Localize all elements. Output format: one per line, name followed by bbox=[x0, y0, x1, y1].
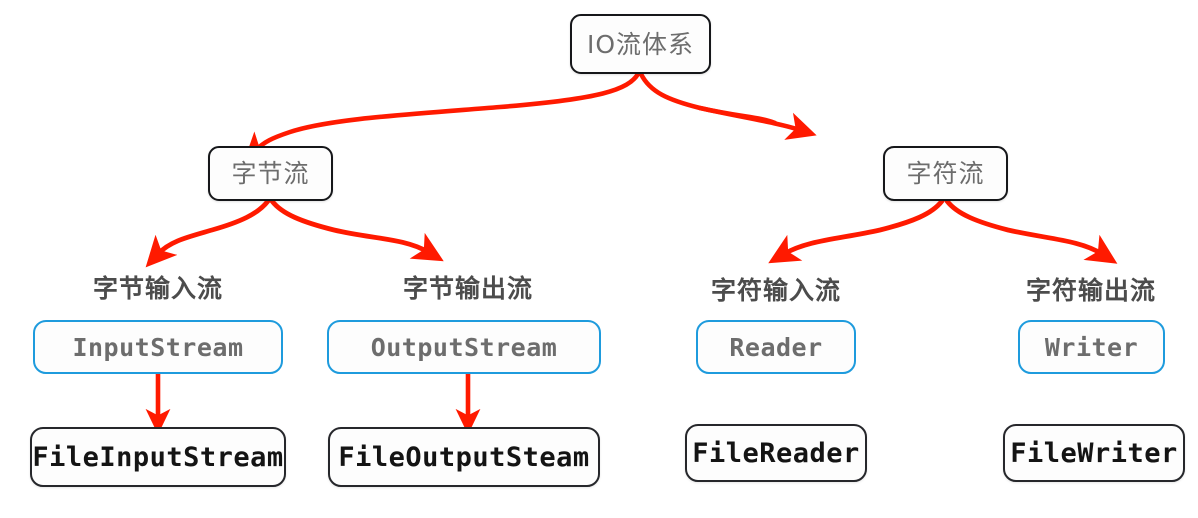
edge-char-to-char-input bbox=[768, 198, 945, 264]
caption-char-input-stream: 字符输入流 bbox=[710, 276, 841, 305]
node-file-output-steam[interactable]: FileOutputSteam bbox=[328, 427, 600, 487]
edge-root-to-char-stream-tail bbox=[697, 105, 817, 140]
edge-root-to-char-stream bbox=[638, 71, 778, 126]
node-byte-stream[interactable]: 字节流 bbox=[208, 146, 333, 201]
node-output-stream-label: OutputStream bbox=[370, 332, 558, 362]
edge-char-to-char-output bbox=[944, 198, 1118, 264]
edge-byte-to-byte-input bbox=[145, 198, 271, 268]
caption-byte-output-stream: 字节输出流 bbox=[402, 274, 533, 303]
node-reader[interactable]: Reader bbox=[696, 320, 856, 374]
node-input-stream-label: InputStream bbox=[72, 332, 244, 362]
node-root-label: IO流体系 bbox=[586, 29, 695, 59]
caption-byte-input-stream: 字节输入流 bbox=[92, 274, 223, 303]
caption-char-output-stream: 字符输出流 bbox=[1025, 276, 1156, 305]
node-file-output-steam-label: FileOutputSteam bbox=[338, 441, 590, 473]
edge-byte-to-byte-output bbox=[269, 198, 444, 262]
node-reader-label: Reader bbox=[729, 332, 823, 362]
node-file-writer-label: FileWriter bbox=[1010, 437, 1178, 469]
node-file-writer[interactable]: FileWriter bbox=[1003, 424, 1185, 482]
node-file-input-stream[interactable]: FileInputStream bbox=[30, 427, 286, 487]
node-writer[interactable]: Writer bbox=[1018, 320, 1165, 374]
node-byte-stream-label: 字节流 bbox=[231, 159, 310, 188]
node-file-reader[interactable]: FileReader bbox=[685, 424, 867, 482]
edge-root-to-byte-stream bbox=[243, 71, 641, 163]
node-file-reader-label: FileReader bbox=[692, 437, 860, 469]
node-output-stream[interactable]: OutputStream bbox=[327, 320, 601, 374]
node-writer-label: Writer bbox=[1044, 332, 1139, 362]
node-file-input-stream-label: FileInputStream bbox=[32, 441, 284, 473]
node-input-stream[interactable]: InputStream bbox=[33, 320, 283, 374]
node-char-stream[interactable]: 字符流 bbox=[883, 146, 1008, 201]
node-root-io-stream-system[interactable]: IO流体系 bbox=[570, 14, 711, 74]
node-char-stream-label: 字符流 bbox=[906, 159, 985, 188]
